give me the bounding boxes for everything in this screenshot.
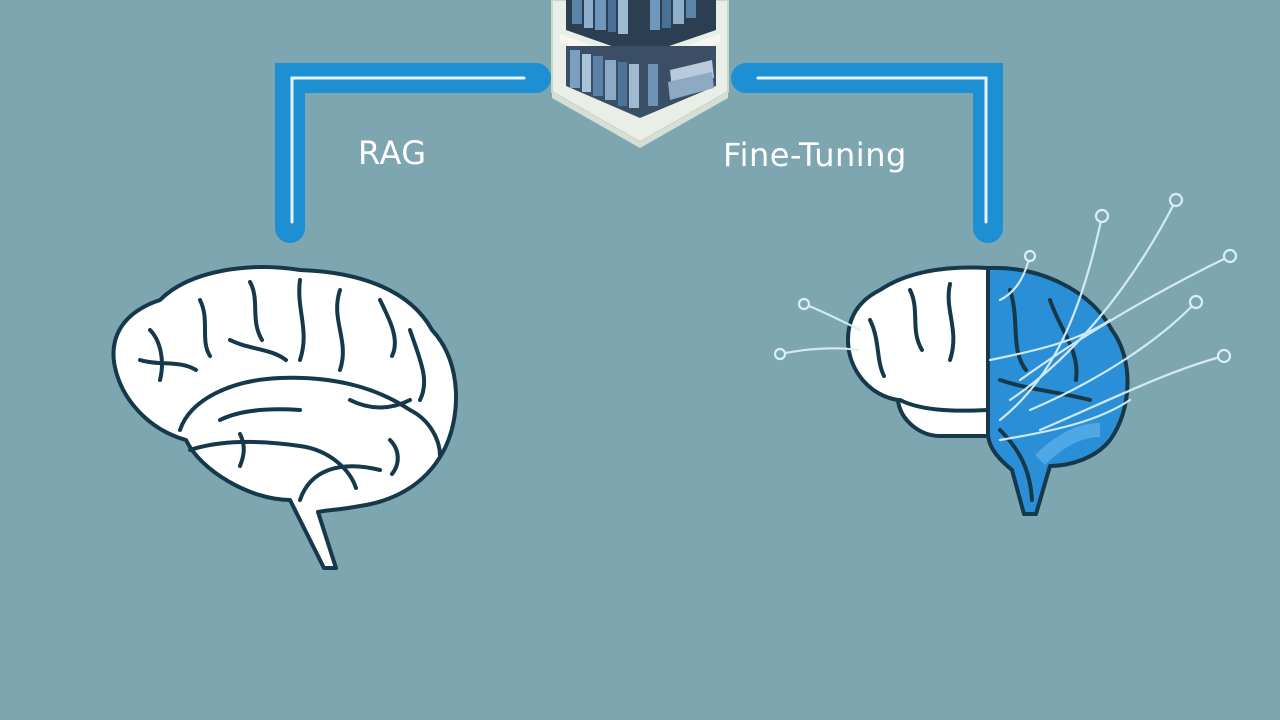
connector-left: [275, 63, 551, 243]
fine-tuning-label: Fine-Tuning: [723, 136, 907, 174]
neural-network-brain-icon: [773, 192, 1238, 516]
brain-icon: [111, 265, 459, 570]
bookshelf-icon: [551, 0, 729, 148]
rag-label: RAG: [358, 134, 427, 172]
connector-right: [731, 63, 1003, 243]
